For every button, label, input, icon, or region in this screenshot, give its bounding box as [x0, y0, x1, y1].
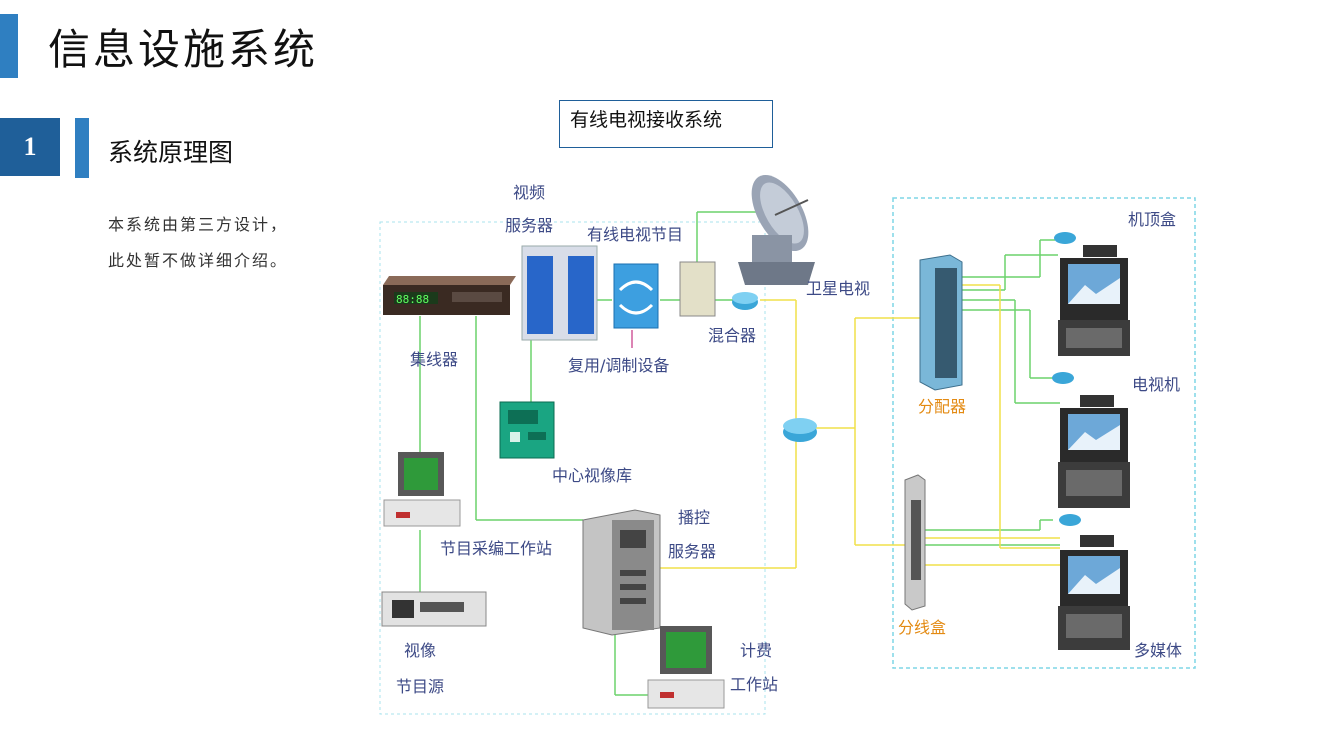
section-title: 系统原理图: [108, 138, 234, 167]
central-router-icon: [783, 418, 817, 442]
section-description: 本系统由第三方设计，此处暂不做详细介绍。: [108, 215, 289, 270]
label-multimedia: 多媒体: [1134, 641, 1182, 660]
label-broadcast-2: 服务器: [668, 542, 716, 561]
satellite-dish-icon: [738, 175, 815, 285]
video-library-device: [499, 401, 555, 459]
editing-workstation-device: [383, 452, 461, 527]
video-server-device: [521, 245, 598, 341]
section-number-badge: 1: [0, 118, 60, 176]
tv-unit-3: [1058, 514, 1130, 650]
splitter-device: [919, 254, 963, 391]
label-billing-2: 工作站: [730, 675, 778, 694]
label-cable-program: 有线电视节目: [587, 225, 683, 244]
label-billing-1: 计费: [740, 641, 772, 660]
label-television: 电视机: [1132, 375, 1180, 394]
page-title: 信息设施系统: [48, 25, 319, 74]
label-editing-station: 节目采编工作站: [440, 539, 552, 558]
broadcast-server-device: [582, 509, 661, 636]
label-video-library: 中心视像库: [552, 466, 632, 485]
video-source-device: [381, 591, 487, 627]
billing-workstation-device: [647, 626, 725, 709]
callout-box: 有线电视接收系统: [559, 100, 773, 148]
junction-box-device: [904, 474, 926, 611]
title-accent-bar: [0, 14, 18, 78]
green-connections: [419, 211, 1060, 696]
label-video-source-2: 节目源: [396, 677, 444, 696]
svg-text:88:88: 88:88: [396, 293, 429, 306]
central-area-frame: [379, 221, 766, 715]
label-mux-device: 复用/调制设备: [568, 356, 669, 375]
label-mixer: 混合器: [708, 326, 756, 345]
label-video-server-2: 服务器: [505, 216, 553, 235]
hub-device: 88:88: [383, 276, 516, 315]
tv-unit-2: [1052, 372, 1130, 508]
section-accent-bar: [75, 118, 89, 178]
mixer-router-icon: [732, 292, 758, 310]
label-video-source-1: 视像: [404, 641, 436, 660]
label-set-top-box: 机顶盒: [1128, 210, 1176, 229]
label-splitter: 分配器: [918, 397, 966, 416]
mux-device: [613, 263, 659, 329]
tv-unit-1: [1054, 232, 1130, 356]
label-satellite-tv: 卫星电视: [806, 279, 870, 298]
mixer-box: [679, 261, 716, 317]
user-area-frame: [892, 197, 1196, 669]
label-junction-box: 分线盒: [898, 618, 946, 637]
label-hub: 集线器: [410, 350, 458, 369]
label-video-server-1: 视频: [513, 183, 545, 202]
label-broadcast-1: 播控: [678, 508, 710, 527]
